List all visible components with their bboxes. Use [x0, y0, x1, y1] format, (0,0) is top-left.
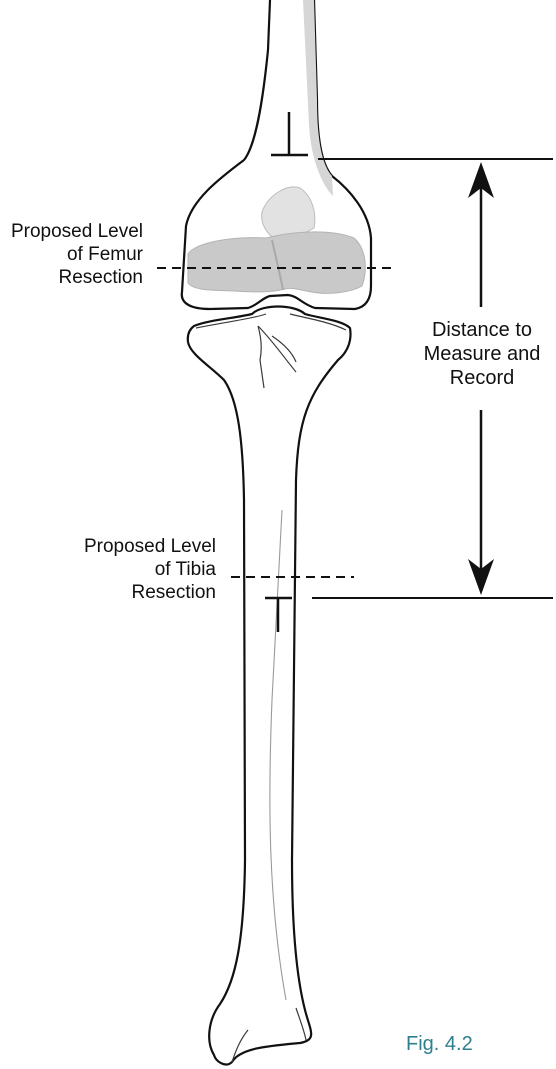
tibia-outline — [188, 307, 351, 1065]
femur-resection-label: Proposed Level of Femur Resection — [0, 220, 143, 289]
tibia-resection-label: Proposed Level of Tibia Resection — [0, 535, 216, 604]
distance-label: Distance to Measure and Record — [412, 318, 552, 390]
distance-label-line2: Measure and — [412, 342, 552, 366]
distance-label-line1: Distance to — [412, 318, 552, 342]
figure-caption: Fig. 4.2 — [406, 1033, 473, 1056]
tibia-label-line1: Proposed Level — [0, 535, 216, 558]
femur-label-line3: Resection — [0, 266, 143, 289]
tibia-label-line2: of Tibia — [0, 558, 216, 581]
femur-label-line2: of Femur — [0, 243, 143, 266]
femur-label-line1: Proposed Level — [0, 220, 143, 243]
tibia-label-line3: Resection — [0, 581, 216, 604]
tibia — [188, 307, 351, 1065]
distance-label-line3: Record — [412, 366, 552, 390]
